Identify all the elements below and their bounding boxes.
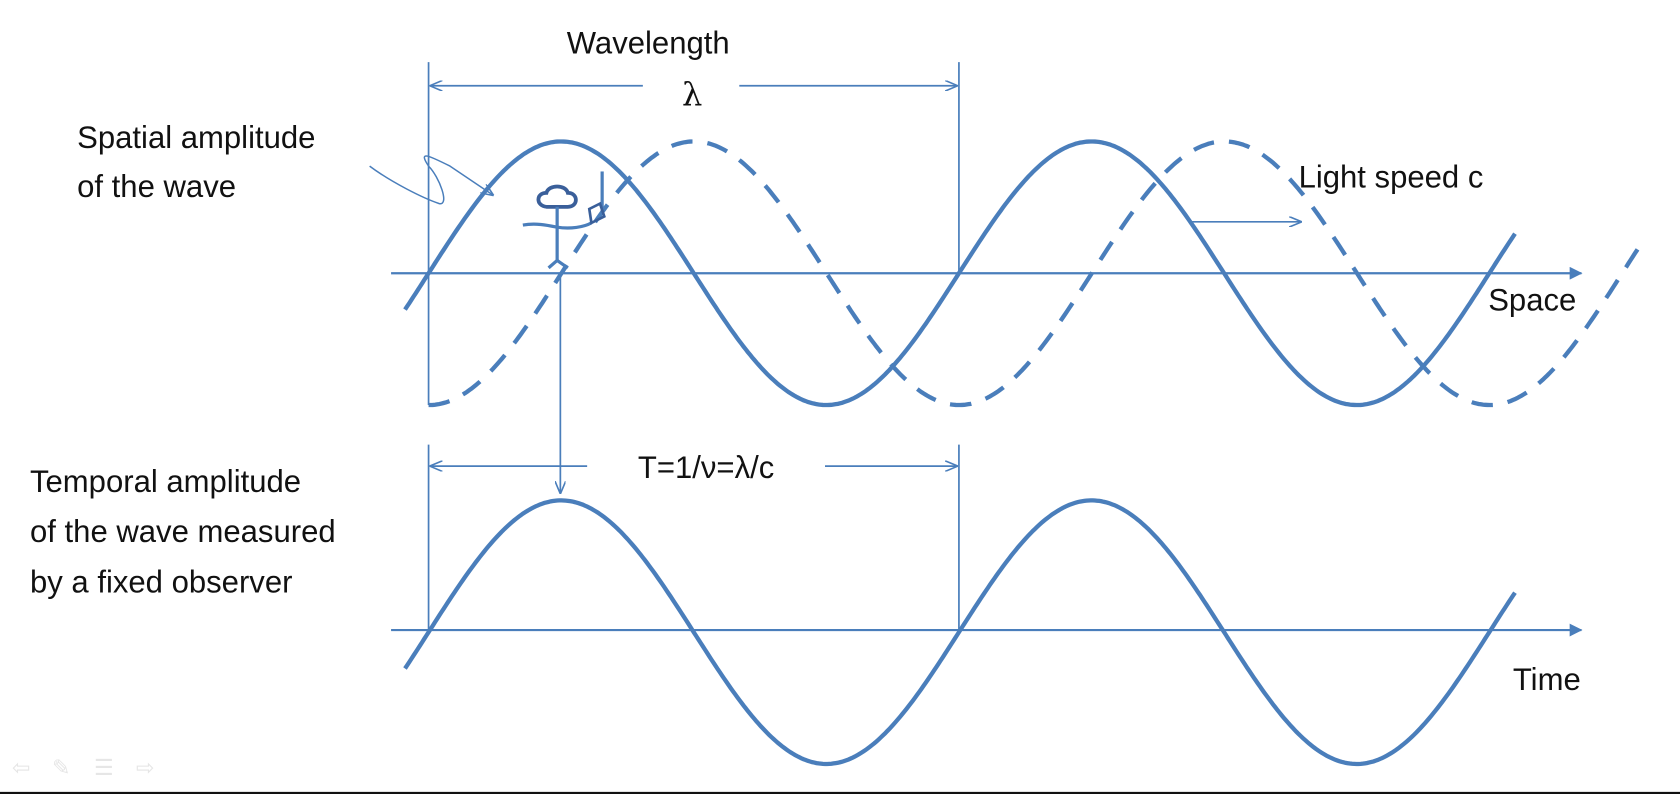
pointer-curve <box>369 155 493 205</box>
space-axis-label: Space <box>1488 283 1576 318</box>
temporal-amplitude-label: Temporal amplitude <box>30 464 301 499</box>
period-label: T=1/ν=λ/c <box>638 450 774 485</box>
temporal-amplitude-label: of the wave measured <box>30 514 336 549</box>
spatial-wave-dashed <box>428 139 1648 408</box>
lambda-label: λ <box>682 75 702 113</box>
temporal-wave <box>403 498 1517 767</box>
arrow-left-icon[interactable]: ⇦ <box>12 755 31 780</box>
spatial-wave-solid <box>403 139 1517 408</box>
spatial-amplitude-label: of the wave <box>77 169 236 204</box>
wavelength-label: Wavelength <box>567 26 730 61</box>
arrow-right-icon[interactable]: ⇨ <box>136 755 155 780</box>
pen-icon[interactable]: ✎ <box>52 755 71 780</box>
menu-icon[interactable]: ☰ <box>94 755 114 780</box>
observer-figure-icon <box>522 171 606 270</box>
temporal-amplitude-label: by a fixed observer <box>30 565 292 600</box>
spatial-amplitude-label: Spatial amplitude <box>77 120 315 155</box>
time-axis-label: Time <box>1513 662 1581 697</box>
light-speed-label: Light speed c <box>1299 160 1484 195</box>
